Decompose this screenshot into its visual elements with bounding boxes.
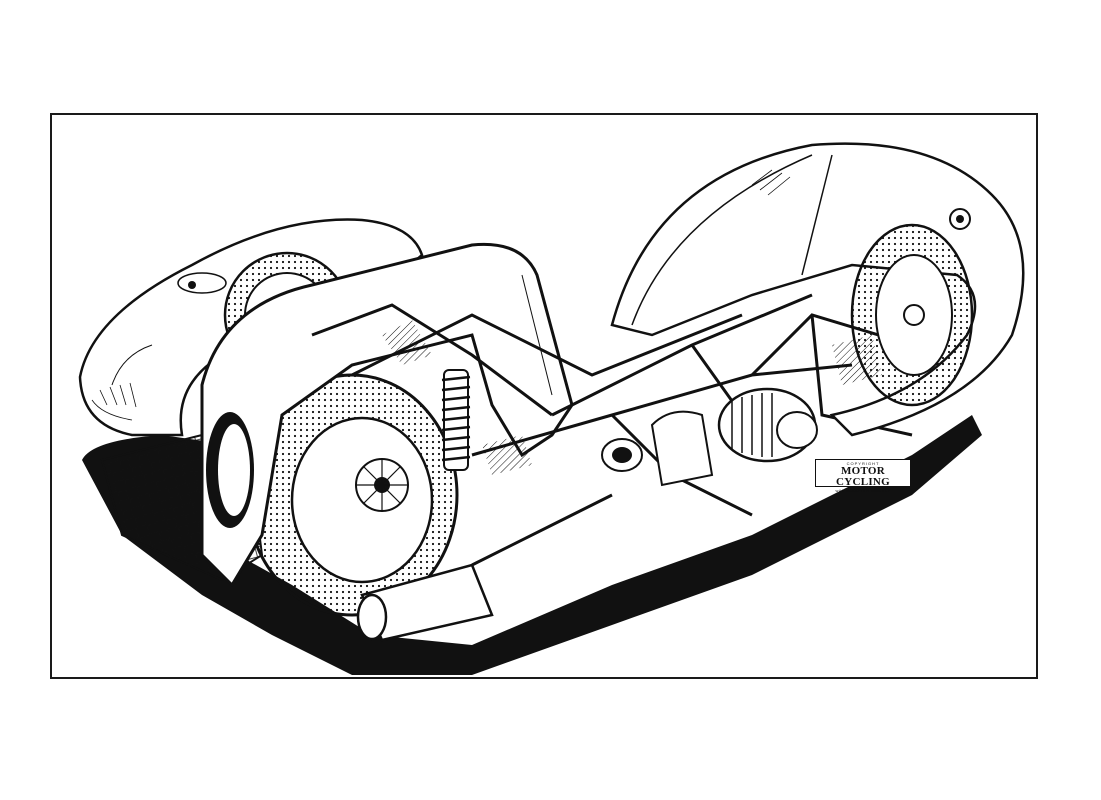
- rear-shock: [441, 369, 471, 471]
- exhaust-pipe: [356, 493, 613, 642]
- ground-shadow: [82, 415, 982, 675]
- front-wheel: [850, 223, 974, 407]
- sidecar-cutaway-illustration: [78, 142, 1025, 675]
- badge-copyright: COPYRIGHT: [846, 461, 880, 466]
- badge-brand: MOTOR CYCLING: [835, 465, 891, 488]
- hatching: [382, 320, 882, 475]
- engine: [601, 387, 818, 487]
- badge-subtitle: with SCOOTER WEEKLY: [835, 488, 891, 493]
- rear-cowl: [200, 242, 574, 588]
- artwork-frame: COPYRIGHT MOTOR CYCLING with SCOOTER WEE…: [50, 113, 1038, 679]
- motor-cycling-badge: COPYRIGHT MOTOR CYCLING with SCOOTER WEE…: [815, 459, 911, 493]
